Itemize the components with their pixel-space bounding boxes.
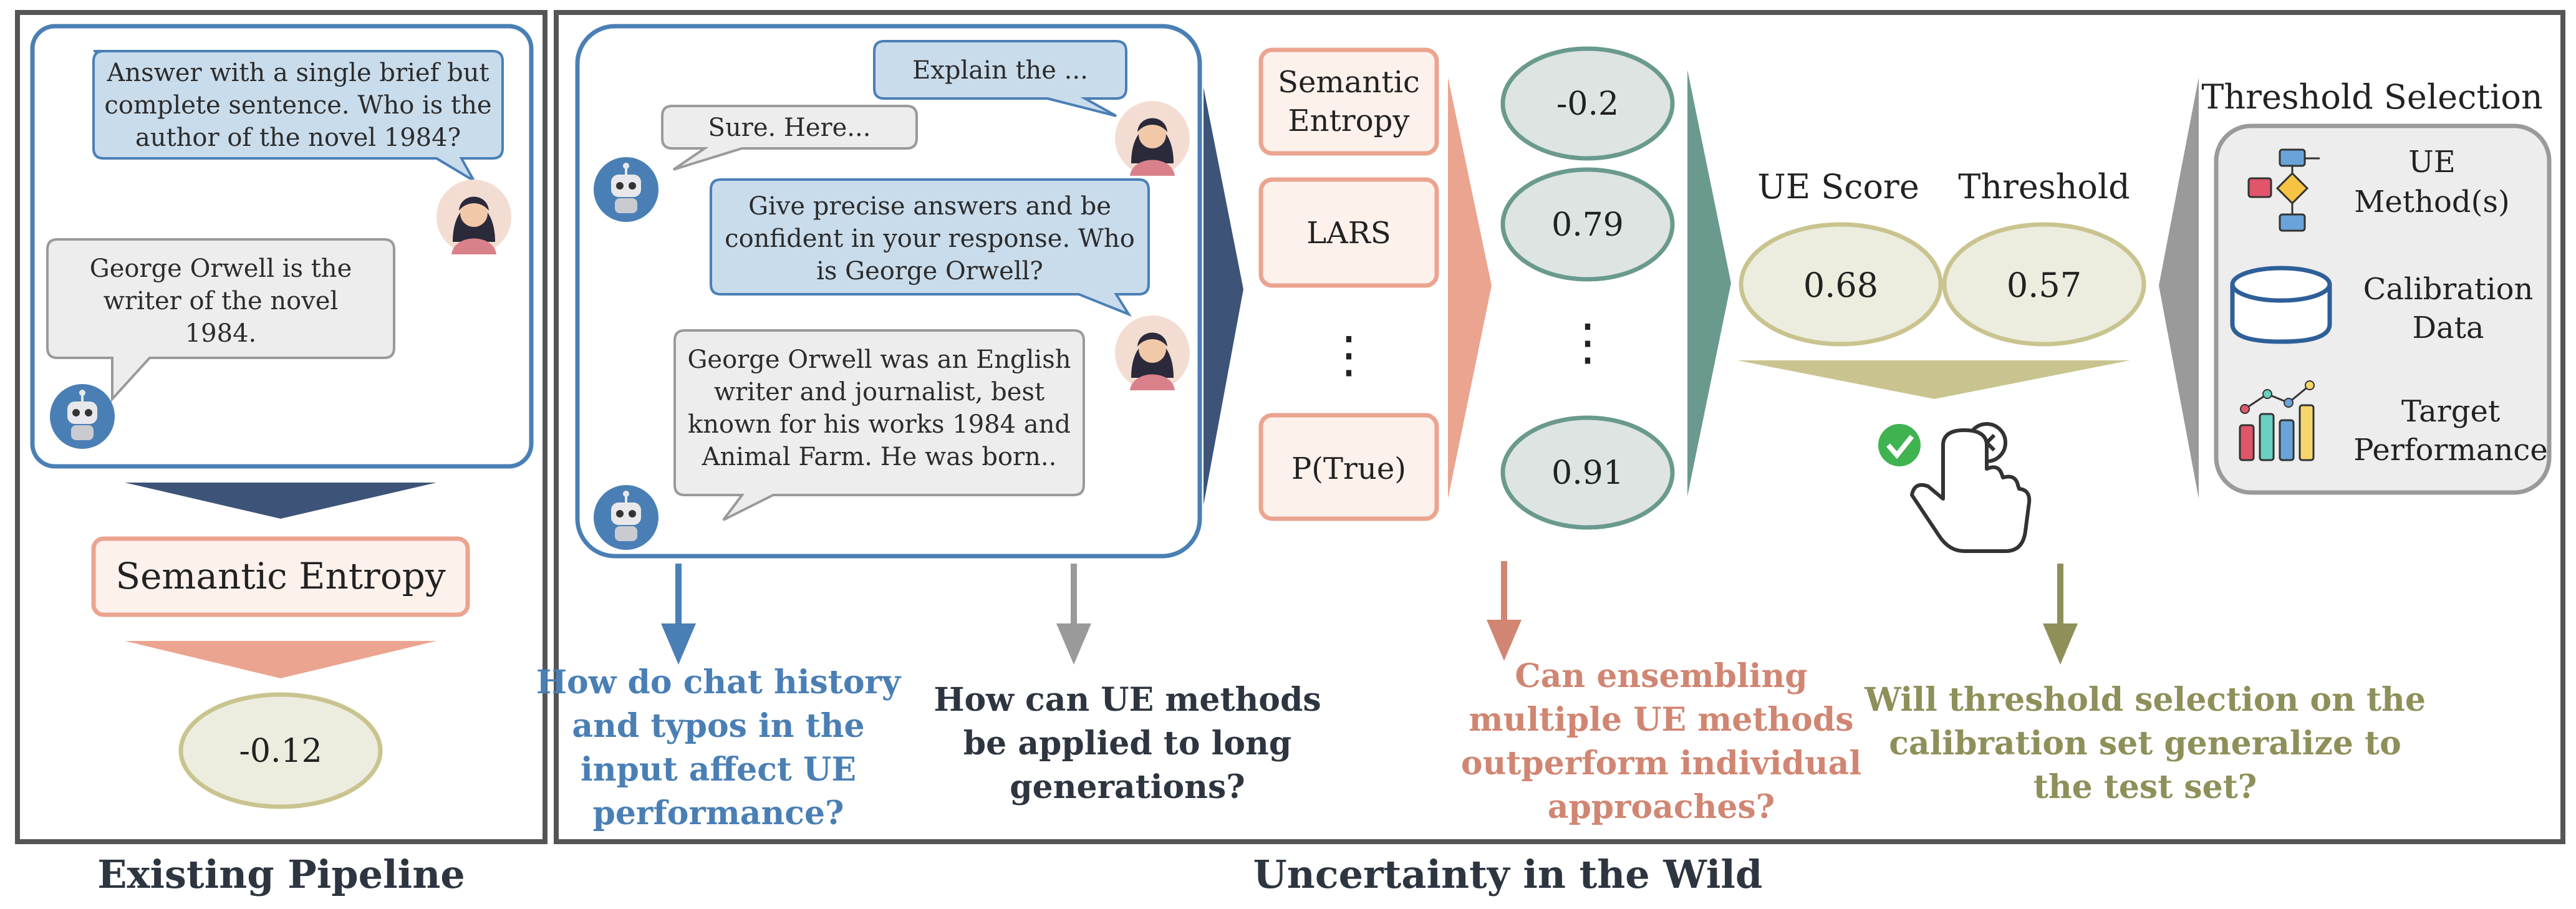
chat-user-bubble-1: Explain the ... [873, 40, 1127, 117]
selection-to-decision-arrow [2159, 77, 2199, 499]
existing-bot-line-3: 1984. [185, 319, 257, 348]
score-ellipsis: ⋮ [1563, 313, 1613, 371]
decision-down-arrow [1737, 360, 2130, 399]
existing-user-bubble: Answer with a single brief but complete … [92, 50, 504, 185]
flowchart-icon [2247, 148, 2320, 232]
score-value-2: 0.79 [1551, 206, 1624, 244]
threshold-ellipse [1942, 222, 2146, 347]
question-4: Will threshold selection on the calibrat… [1864, 681, 2426, 806]
question-4-line-3: the test set? [2033, 768, 2257, 806]
chat-bot2-line-3: known for his works 1984 and [688, 410, 1071, 439]
question-1-line-1: How do chat history [536, 663, 902, 701]
question-4-line-2: calibration set generalize to [1889, 724, 2401, 762]
chat-bot2-line-2: writer and journalist, best [714, 378, 1044, 406]
ue-score-label: UE Score [1757, 167, 1919, 206]
question-arrow-1 [661, 564, 696, 665]
method-semantic-line-2: Entropy [1288, 103, 1410, 138]
existing-bot-bubble: George Orwell is the writer of the novel… [46, 238, 395, 403]
ue-score-ellipse [1739, 222, 1943, 347]
chat-user2-line-3: is George Orwell? [816, 257, 1043, 286]
existing-method-label: Semantic Entropy [115, 555, 446, 597]
existing-user-line-2: complete sentence. Who is the [104, 91, 491, 120]
threshold-selection-title: Threshold Selection [2201, 77, 2542, 117]
question-arrow-3 [1487, 561, 1522, 661]
threshold-label: Threshold [1958, 167, 2130, 206]
question-2-line-1: How can UE methods [933, 681, 1321, 719]
chat-user2-line-2: confident in your response. Who [725, 224, 1135, 253]
ts-item-2-line-1: Calibration [2363, 272, 2534, 307]
chat-user-bubble-2: Give precise answers and be confident in… [710, 178, 1150, 317]
score-value-1: -0.2 [1556, 85, 1619, 123]
method-lars-label: LARS [1306, 216, 1391, 251]
scores-to-decision-arrow [1687, 70, 1731, 496]
threshold-value: 0.57 [2007, 266, 2082, 305]
ts-item-3-line-1: Target [2401, 394, 2500, 429]
score-ellipse-2 [1500, 167, 1675, 282]
database-icon [2230, 266, 2332, 344]
question-1-line-4: performance? [592, 794, 844, 832]
chat-user2-line-1: Give precise answers and be [748, 192, 1111, 221]
question-3: Can ensembling multiple UE methods outpe… [1461, 657, 1861, 826]
question-1-line-2: and typos in the [572, 707, 864, 745]
uncertainty-wild-frame [554, 10, 2565, 844]
question-1: How do chat history and typos in the inp… [536, 663, 902, 832]
score-ellipse-1 [1500, 46, 1675, 161]
question-3-line-4: approaches? [1548, 788, 1775, 826]
existing-pipeline-frame [15, 10, 548, 844]
caption-existing-pipeline: Existing Pipeline [97, 852, 465, 897]
question-4-line-1: Will threshold selection on the [1864, 681, 2426, 719]
existing-score-ellipse [178, 692, 383, 809]
existing-bot-line-1: George Orwell is the [90, 254, 352, 283]
method-box-ptrue [1258, 413, 1439, 521]
existing-score-value: -0.12 [239, 733, 322, 770]
user-avatar-icon [1115, 315, 1190, 390]
chat-bot-bubble-2: George Orwell was an English writer and … [673, 329, 1085, 521]
check-icon [1878, 424, 1921, 466]
score-ellipse-3 [1500, 415, 1675, 530]
ts-item-1-line-2: Method(s) [2354, 185, 2509, 219]
method-ptrue-label: P(True) [1291, 451, 1406, 486]
question-3-line-3: outperform individual [1461, 744, 1861, 782]
question-3-line-1: Can ensembling [1515, 657, 1807, 695]
ts-item-3-line-2: Performance [2353, 433, 2547, 468]
bot-avatar-icon [49, 383, 116, 450]
method-box-lars [1258, 177, 1439, 288]
existing-user-line-3: author of the novel 1984? [135, 123, 461, 152]
score-value-3: 0.91 [1551, 454, 1624, 492]
method-semantic-line-1: Semantic [1278, 65, 1420, 100]
question-2: How can UE methods be applied to long ge… [933, 681, 1321, 806]
question-1-line-3: input affect UE [581, 751, 856, 789]
bot-avatar-icon [592, 156, 660, 223]
question-3-line-2: multiple UE methods [1469, 701, 1854, 739]
existing-salmon-arrow [125, 641, 437, 678]
existing-user-line-1: Answer with a single brief but [106, 59, 489, 87]
chat-to-methods-arrow [1204, 87, 1243, 505]
ts-item-1-line-1: UE [2408, 145, 2456, 180]
existing-method-box [91, 536, 470, 617]
method-box-semantic-entropy [1258, 47, 1439, 156]
ue-score-value: 0.68 [1803, 266, 1878, 305]
hand-pointer-icon [1878, 422, 2032, 553]
caption-uncertainty-wild: Uncertainty in the Wild [1253, 852, 1763, 897]
user-avatar-icon [437, 180, 511, 254]
chat-bot2-line-1: George Orwell was an English [687, 345, 1071, 374]
question-2-line-2: be applied to long [963, 724, 1291, 762]
chat-bot2-line-4: Animal Farm. He was born.. [702, 443, 1057, 471]
ts-item-2-line-2: Data [2412, 310, 2484, 345]
question-arrow-2 [1056, 564, 1091, 665]
methods-to-scores-arrow [1448, 77, 1492, 499]
existing-bot-line-2: writer of the novel [104, 287, 338, 315]
chat-bot1-text: Sure. Here... [708, 113, 871, 142]
existing-navy-arrow [125, 483, 437, 519]
question-arrow-4 [2043, 564, 2078, 665]
bot-avatar-icon [592, 484, 660, 551]
question-2-line-3: generations? [1010, 768, 1245, 806]
user-avatar-icon [1115, 101, 1190, 176]
bar-chart-icon [2239, 380, 2315, 461]
method-ellipsis: ⋮ [1324, 325, 1374, 383]
chat-user1-text: Explain the ... [912, 56, 1088, 85]
chat-bot-bubble-1: Sure. Here... [661, 105, 918, 171]
